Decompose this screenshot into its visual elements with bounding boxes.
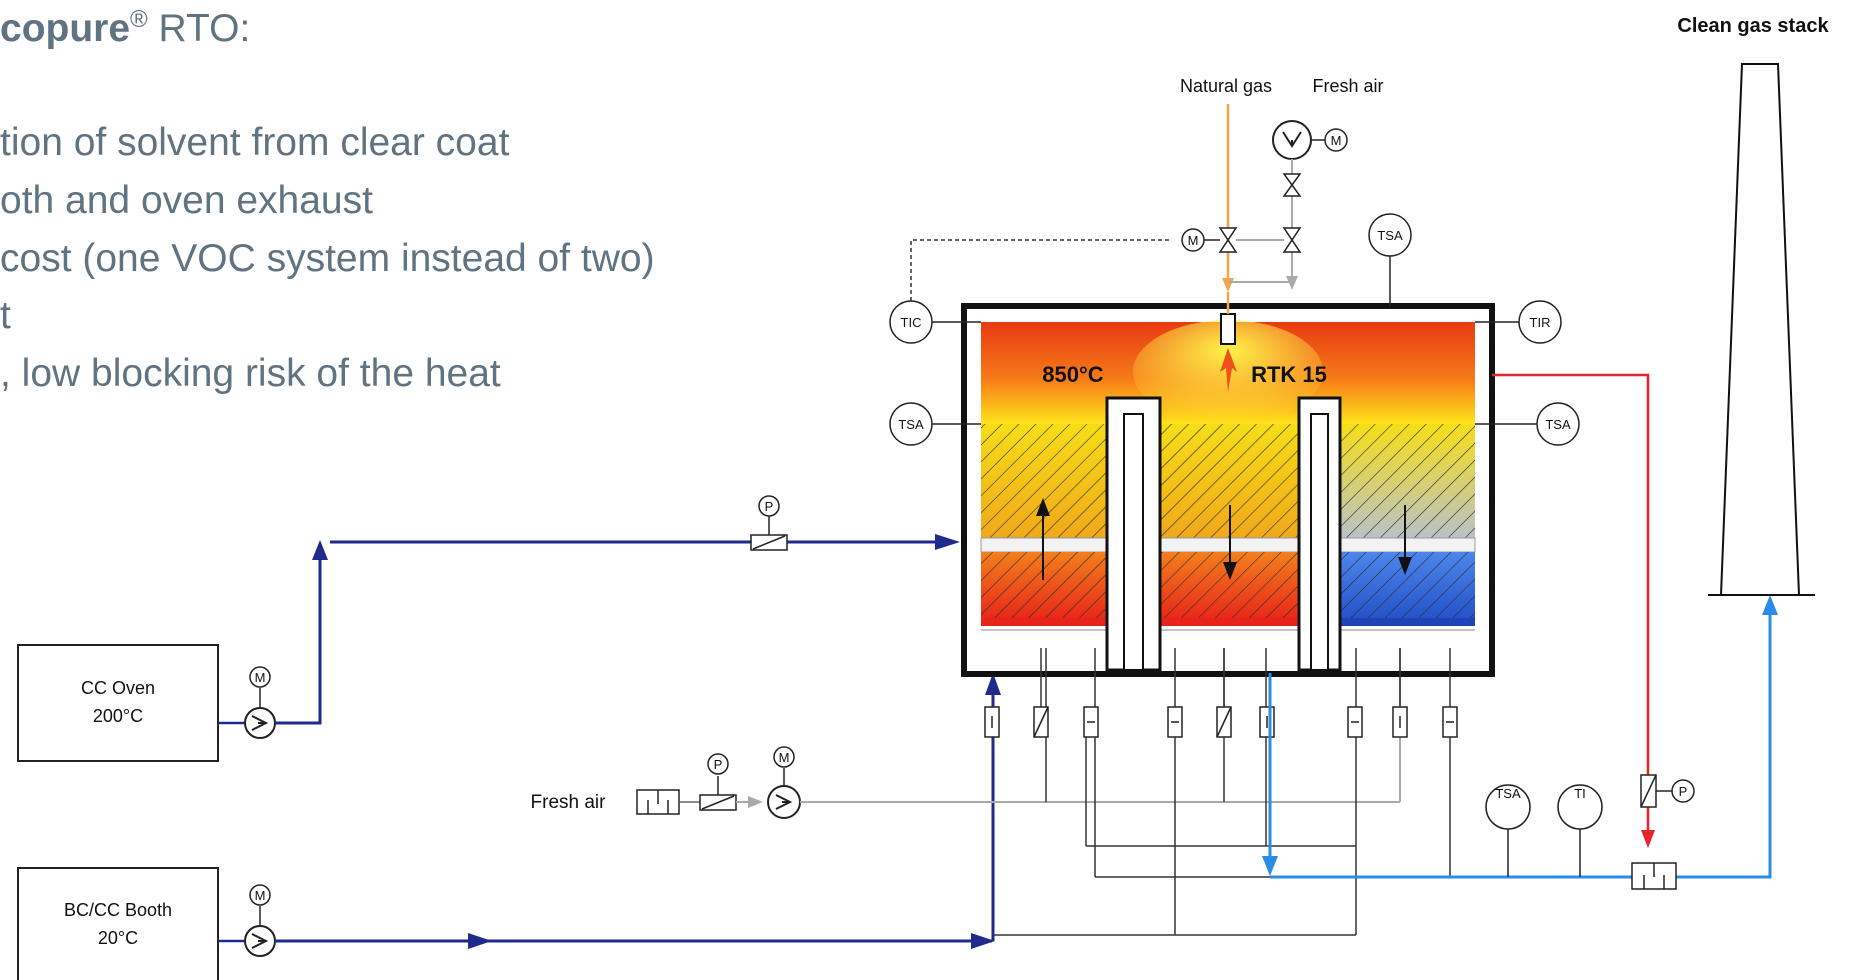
svg-text:M: M (779, 750, 790, 765)
svg-text:M: M (1188, 233, 1199, 248)
svg-text:TIR: TIR (1530, 315, 1551, 330)
svg-text:TI: TI (1574, 786, 1586, 801)
booth-label: BC/CC Booth (64, 900, 172, 920)
bed-valves (984, 706, 1458, 738)
svg-text:TIC: TIC (901, 315, 922, 330)
svg-text:TSA: TSA (1495, 786, 1521, 801)
clean-gas-stack (1719, 63, 1801, 596)
bullet-3: cost (one VOC system instead of two) (0, 237, 655, 280)
tsa-left-instrument: TSA (889, 402, 981, 446)
booth-temp: 20°C (98, 928, 138, 948)
svg-text:M: M (255, 888, 266, 903)
svg-text:TSA: TSA (1377, 228, 1403, 243)
oven-fan: M (218, 666, 276, 739)
tsa-right-instrument: TSA (1475, 402, 1580, 446)
cc-oven-temp: 200°C (93, 706, 143, 726)
natural-gas-valve: M (1181, 227, 1238, 253)
svg-text:P: P (714, 757, 723, 772)
bullet-5: , low blocking risk of the heat (0, 352, 501, 395)
fresh-air-mid-label: Fresh air (531, 792, 607, 813)
hot-bypass-line: P (1492, 373, 1695, 848)
bullet-1: tion of solvent from clear coat (0, 121, 510, 164)
fresh-air-top-label: Fresh air (1312, 76, 1383, 96)
combustion-temperature: 850°C (1042, 362, 1104, 387)
cc-oven-label: CC Oven (81, 678, 155, 698)
slide-title: copure® RTO: (0, 6, 250, 51)
combustion-air-fan: M (1228, 120, 1348, 290)
tsa-outlet-instrument: TSA (1485, 784, 1531, 877)
booth-exhaust-line (275, 673, 1001, 949)
booth-fan: M (218, 884, 276, 957)
svg-text:TSA: TSA (1545, 417, 1571, 432)
tsa-top-instrument: TSA (1368, 213, 1412, 306)
svg-text:M: M (255, 670, 266, 685)
rto-unit-label: RTK 15 (1251, 362, 1327, 387)
svg-text:P: P (765, 499, 774, 514)
oven-damper: P (750, 495, 788, 551)
svg-text:TSA: TSA (898, 417, 924, 432)
tir-instrument: TIR (1475, 300, 1562, 344)
svg-text:P: P (1679, 784, 1688, 799)
title-rest: RTO: (147, 7, 251, 50)
inlet-manifold (993, 648, 1451, 936)
stack-label: Clean gas stack (1677, 15, 1829, 37)
rto-unit (961, 303, 1495, 677)
bullet-2: oth and oven exhaust (0, 179, 373, 222)
ti-outlet-instrument: TI (1557, 784, 1603, 877)
title-registered-mark: ® (130, 6, 148, 33)
clean-gas-line (1262, 595, 1778, 890)
svg-text:M: M (1331, 133, 1342, 148)
title-brand: copure (0, 7, 131, 50)
bc-cc-booth-box (17, 867, 219, 980)
oven-exhaust-line (275, 534, 960, 725)
natural-gas-label: Natural gas (1180, 76, 1272, 96)
bullet-4: t (0, 294, 11, 337)
fresh-air-inlet: P M (636, 705, 1401, 819)
cc-oven-box (17, 644, 219, 762)
tic-instrument: TIC (889, 239, 1169, 344)
